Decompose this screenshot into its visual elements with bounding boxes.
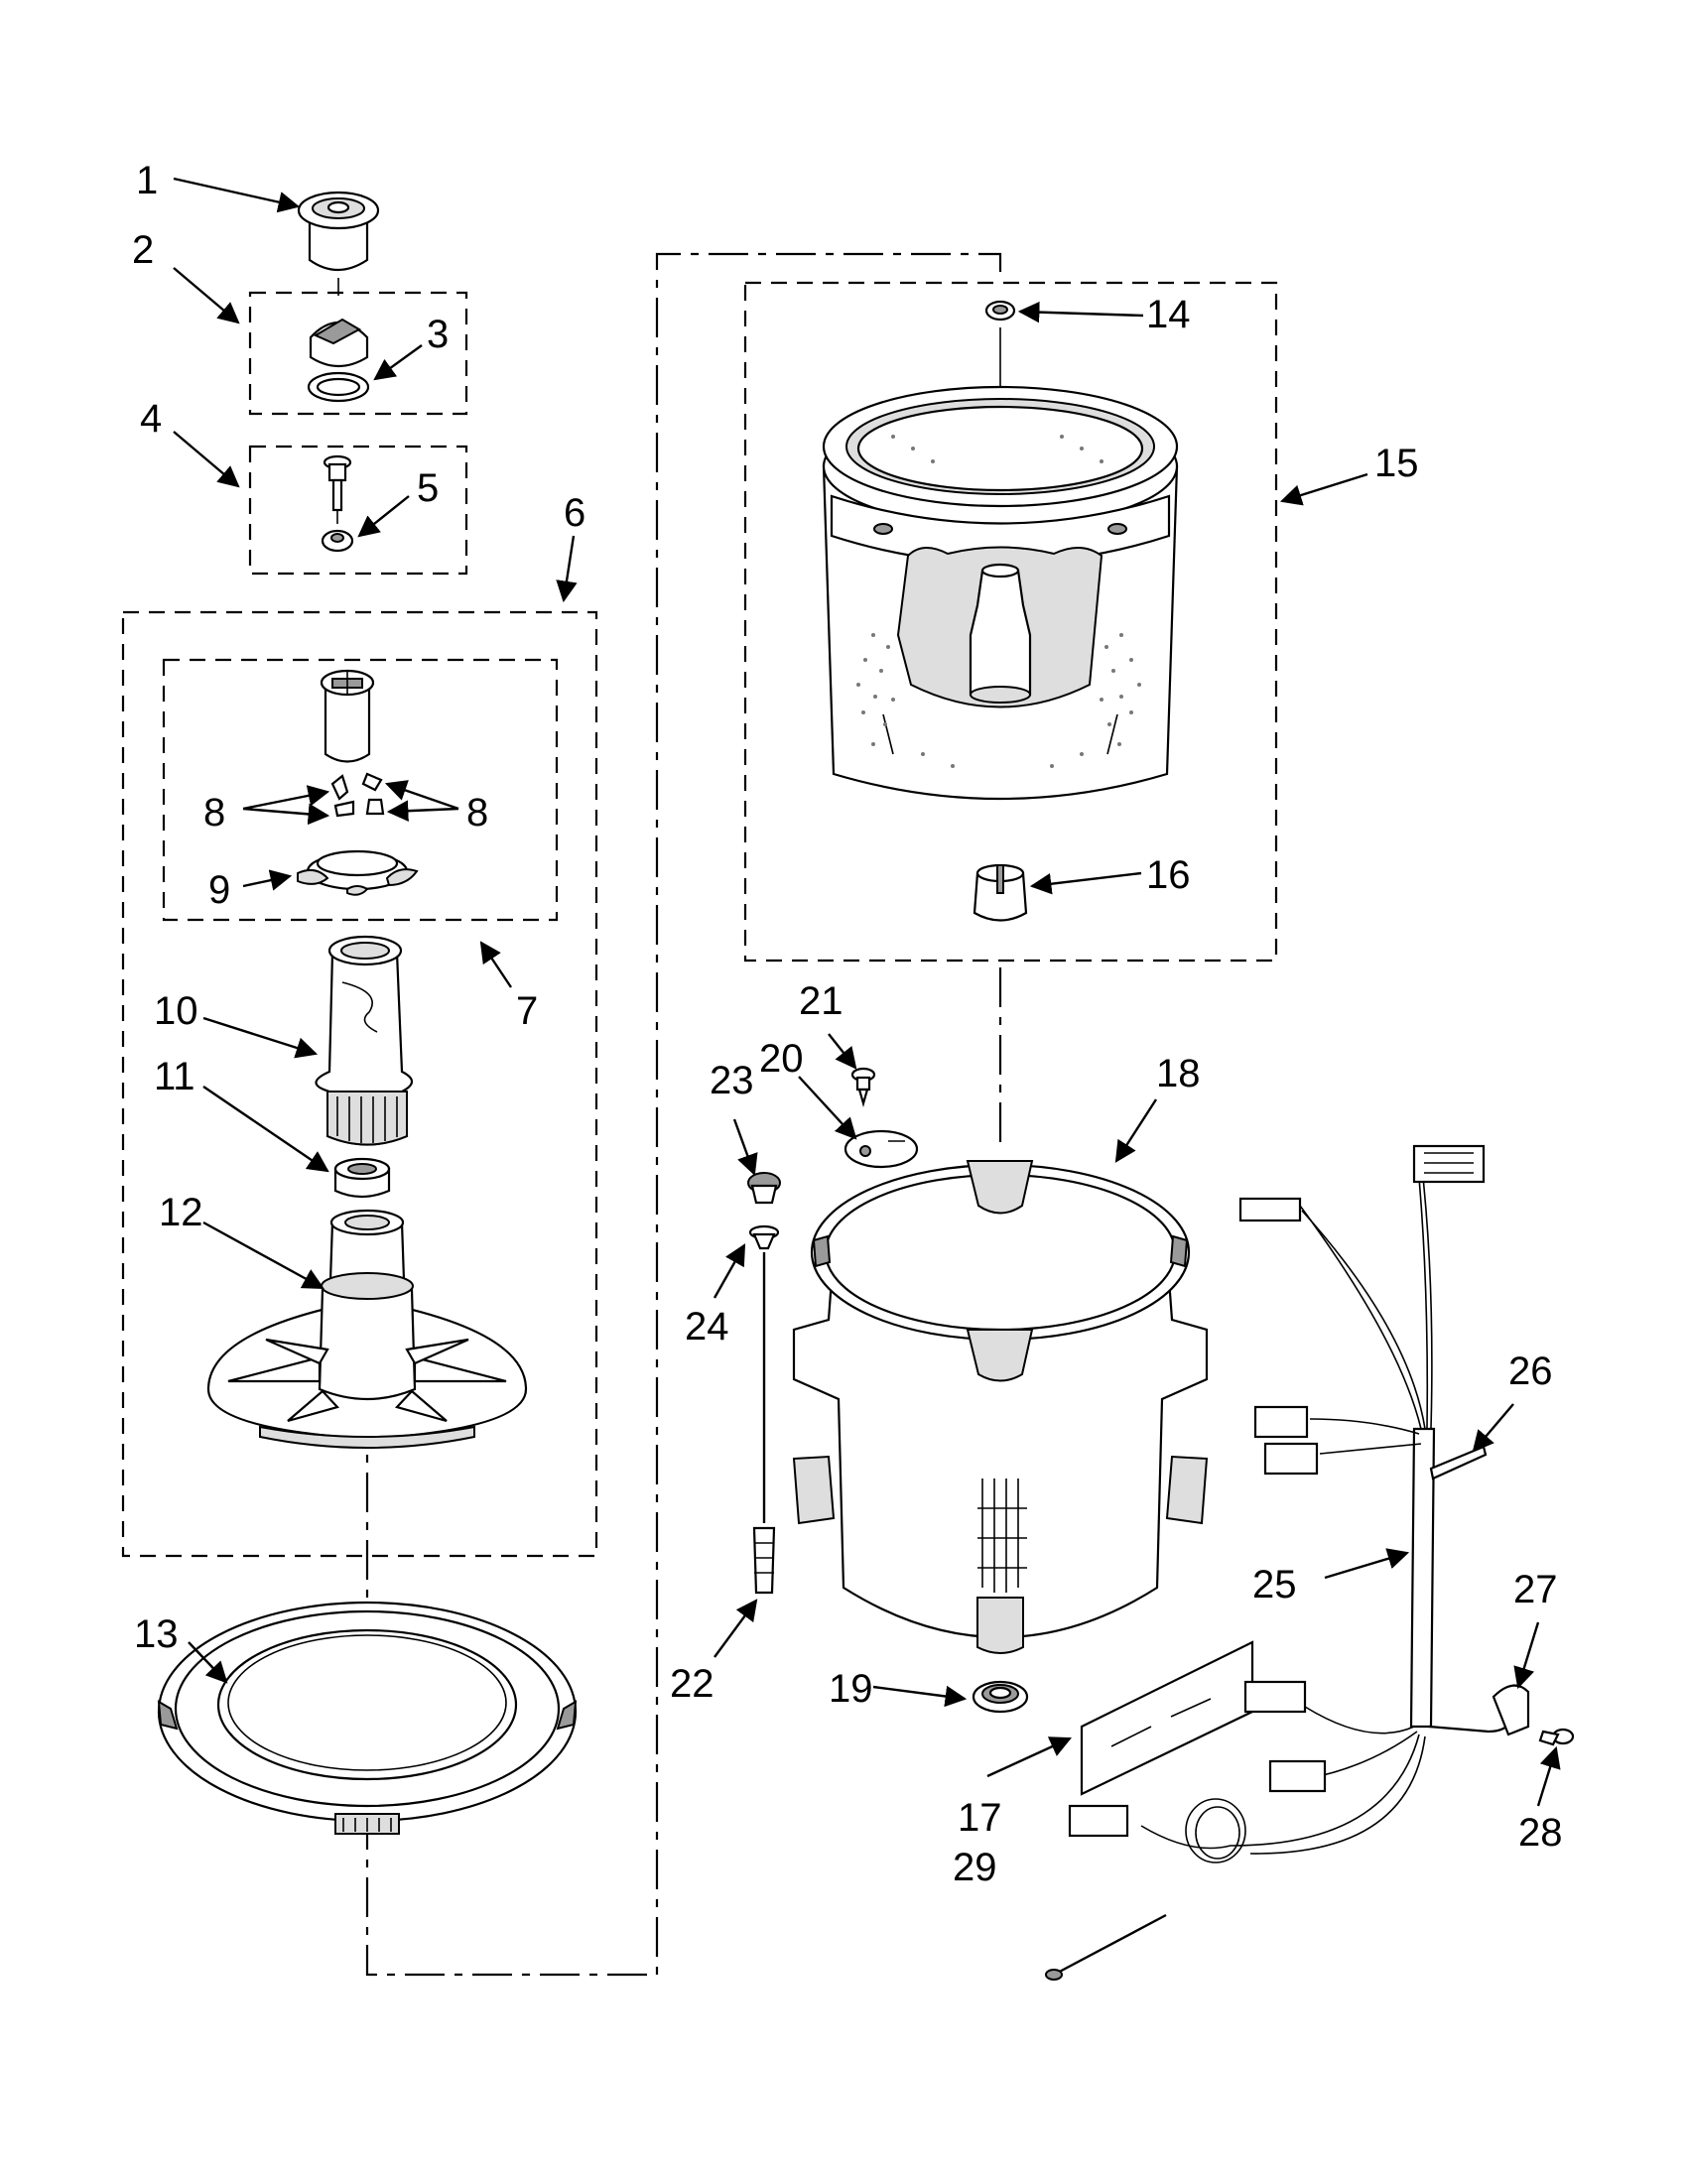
callout-15: 15 — [1374, 442, 1419, 485]
callout-25: 25 — [1252, 1563, 1297, 1606]
callout-16: 16 — [1146, 853, 1191, 897]
part-24-socket — [748, 1224, 780, 1250]
part-2-cam — [309, 318, 369, 368]
part-15-holes — [856, 435, 1141, 768]
callout-8-left: 8 — [203, 791, 225, 835]
callout-6: 6 — [564, 491, 585, 535]
group-box-7 — [162, 658, 559, 922]
part-11-adapter — [333, 1157, 391, 1199]
callout-24: 24 — [685, 1305, 729, 1349]
callout-21: 21 — [799, 979, 844, 1023]
part-16-hub — [973, 863, 1028, 922]
part-15-basket — [822, 385, 1179, 801]
part-22-rod — [752, 1252, 776, 1595]
callout-11: 11 — [154, 1055, 195, 1098]
part-26-tube — [1429, 1445, 1488, 1480]
callout-9: 9 — [208, 868, 230, 912]
callout-22: 22 — [670, 1662, 714, 1706]
callout-27: 27 — [1513, 1568, 1558, 1611]
callout-23: 23 — [710, 1059, 754, 1102]
part-20-cover — [844, 1129, 919, 1169]
part-12-impeller — [206, 1209, 528, 1449]
part-10-agitator — [315, 935, 414, 1146]
assembly-line-left — [365, 252, 1002, 1977]
callout-18: 18 — [1156, 1052, 1201, 1095]
group-box-6 — [121, 610, 598, 1558]
part-21-screw — [850, 1067, 876, 1108]
callout-20: 20 — [759, 1037, 804, 1081]
callout-12: 12 — [159, 1191, 203, 1234]
callout-26: 26 — [1508, 1349, 1553, 1393]
callout-13: 13 — [134, 1612, 179, 1656]
callout-19: 19 — [829, 1667, 873, 1711]
part-19-seal — [972, 1680, 1029, 1714]
part-14-nut — [984, 300, 1016, 321]
callout-2: 2 — [132, 228, 154, 272]
callout-numbers: 1 2 3 4 5 6 7 8 8 9 10 11 12 13 14 15 16… — [132, 159, 1563, 1889]
callout-29: 29 — [953, 1846, 997, 1889]
part-1-cap — [297, 191, 380, 296]
part-3-seal — [307, 371, 370, 403]
callout-4: 4 — [140, 397, 162, 441]
callout-17: 17 — [958, 1796, 1002, 1840]
part-9-dog-retainer — [297, 849, 419, 896]
part-4-bolt — [323, 454, 352, 524]
part-25-harness — [1068, 1144, 1515, 1863]
group-box-2 — [248, 291, 468, 416]
part-13-tub-ring — [157, 1601, 578, 1835]
part-28-screw — [1538, 1728, 1575, 1746]
callout-14: 14 — [1146, 293, 1191, 336]
part-17-label — [1080, 1640, 1254, 1796]
callout-1: 1 — [136, 159, 158, 202]
leader-lines — [173, 177, 1561, 1807]
group-box-15 — [743, 281, 1278, 963]
group-box-4 — [248, 445, 468, 576]
part-7-cam-assembly — [320, 669, 375, 763]
part-8-dogs — [330, 772, 385, 818]
callout-3: 3 — [427, 313, 449, 356]
callout-8-right: 8 — [466, 791, 488, 835]
callout-5: 5 — [417, 466, 439, 510]
callout-10: 10 — [154, 989, 198, 1033]
part-23-damper-cap — [747, 1172, 781, 1205]
callout-28: 28 — [1518, 1811, 1563, 1855]
part-5-washer — [321, 529, 354, 553]
callout-7: 7 — [516, 989, 538, 1033]
part-18-tub — [792, 1160, 1209, 1654]
part-29-tie — [1045, 1913, 1167, 1981]
